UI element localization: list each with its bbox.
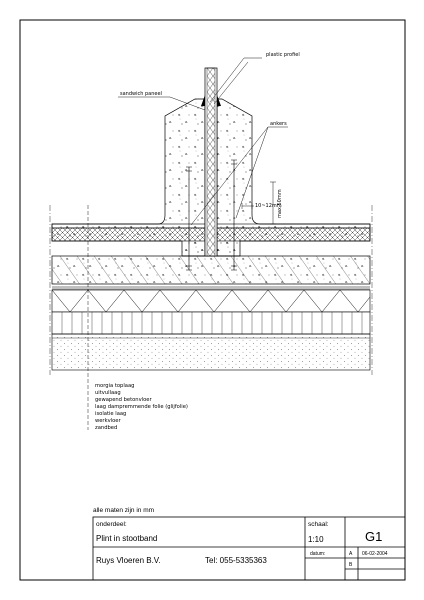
leader-ankers	[190, 126, 288, 226]
layer-legend: morgia toplaag uitvullaag gewapend beton…	[95, 383, 188, 431]
label-max-height: max.50mm	[277, 189, 283, 218]
datum-label: datum:	[310, 551, 325, 557]
legend-zandbed: zandbed	[95, 425, 117, 431]
note-measurements: alle maten zijn in mm	[93, 507, 154, 514]
onderdeel-value: Plint in stootband	[96, 534, 157, 543]
floor-section-drawing: plastic profiel sandwich paneel ankers 1…	[49, 52, 373, 430]
legend-isolatie: isolatie laag	[95, 411, 126, 417]
title-block	[92, 516, 406, 581]
legend-beton: gewapend betonvloer	[95, 397, 152, 403]
legend-uitvullaag: uitvullaag	[95, 390, 121, 396]
anchor-left	[186, 166, 192, 271]
label-gap: 10~12mm	[255, 203, 282, 209]
schaal-label: schaal:	[308, 521, 329, 528]
dimension-gap	[241, 203, 254, 209]
legend-werkvloer: werkvloer	[95, 418, 121, 424]
label-plastic-profiel: plastic profiel	[266, 52, 300, 58]
leader-plastic-profiel	[209, 57, 262, 105]
layer-zandbed	[51, 333, 371, 371]
company-phone: Tel: 055-5335363	[205, 556, 267, 565]
drawing-number: G1	[365, 529, 382, 544]
onderdeel-label: onderdeel:	[96, 521, 127, 528]
revision-b: B	[349, 562, 353, 568]
dimension-max-height	[270, 181, 276, 225]
layer-werkvloer	[51, 311, 371, 335]
leader-sandwich-paneel	[118, 96, 206, 111]
label-sandwich-paneel: sandwich paneel	[120, 91, 162, 97]
revision-a-date: 06-02-2004	[362, 551, 388, 557]
label-ankers: ankers	[270, 121, 287, 127]
schaal-value: 1:10	[308, 535, 324, 544]
plinth-stootband	[51, 98, 206, 257]
anchor-right	[231, 159, 237, 271]
revision-a: A	[349, 551, 353, 557]
legend-morgia: morgia toplaag	[95, 383, 134, 389]
legend-folie: laag dampremmende folie (glijfolie)	[95, 404, 188, 410]
company-name: Ruys Vloeren B.V.	[96, 556, 161, 565]
